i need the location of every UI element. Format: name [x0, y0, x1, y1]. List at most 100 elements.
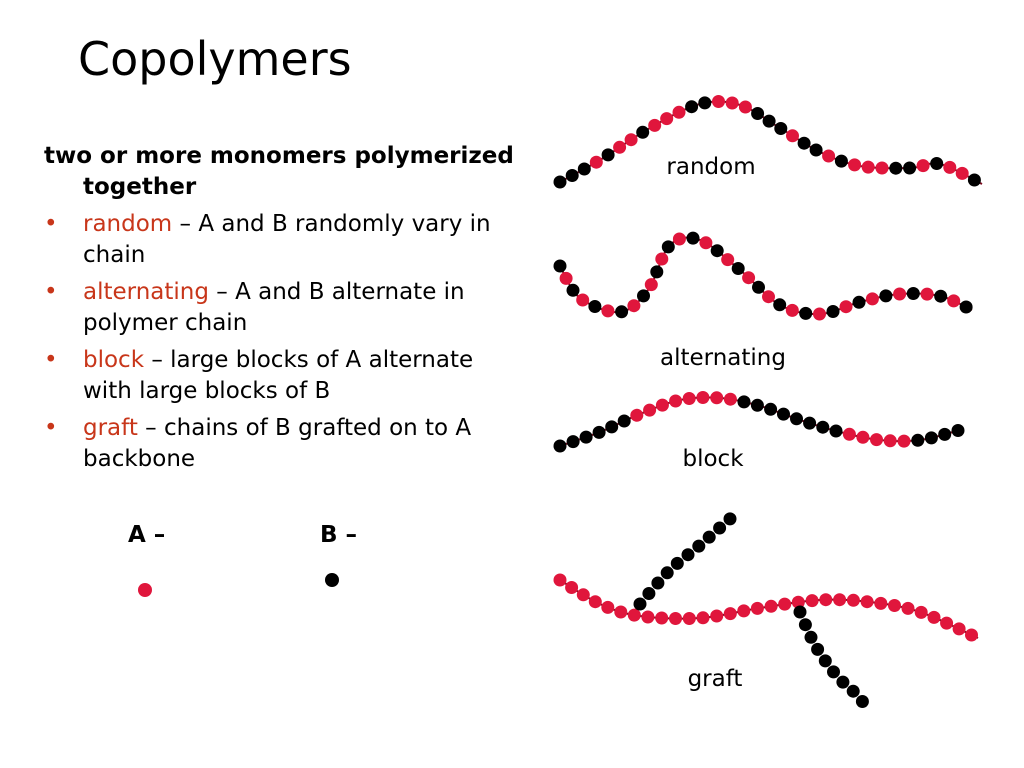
monomer-a-bead — [614, 605, 628, 619]
monomer-b-bead — [967, 173, 981, 187]
block-label: block — [682, 446, 744, 472]
monomer-b-bead — [636, 125, 650, 139]
monomer-b-bead — [804, 630, 818, 644]
monomer-a-bead — [712, 95, 725, 108]
monomer-b-bead — [698, 96, 712, 110]
monomer-b-bead — [692, 539, 706, 553]
monomer-a-bead — [576, 293, 590, 307]
bullet-description: – A and B randomly vary in chain — [83, 211, 491, 268]
monomer-a-bead — [655, 611, 669, 625]
monomer-a-bead — [865, 292, 879, 306]
monomer-a-bead — [627, 608, 641, 622]
monomer-b-bead — [710, 244, 724, 258]
bullet-term: graft — [83, 415, 138, 441]
monomer-a-bead — [901, 601, 915, 615]
monomer-a-bead — [655, 252, 669, 266]
graft-chain — [553, 512, 979, 708]
monomer-b-bead — [588, 300, 602, 313]
legend-a-bead — [138, 583, 152, 597]
monomer-a-bead — [725, 96, 739, 110]
monomer-b-bead — [829, 424, 843, 438]
monomer-a-bead — [875, 161, 889, 175]
random-chain — [553, 95, 983, 189]
monomer-b-bead — [790, 412, 803, 426]
alternating-label: alternating — [660, 345, 786, 371]
monomer-a-bead — [952, 622, 966, 636]
legend-b-bead — [325, 573, 339, 587]
monomer-b-bead — [934, 289, 948, 303]
monomer-a-bead — [822, 149, 836, 163]
bullet-dot: • — [44, 279, 58, 305]
monomer-a-bead — [601, 304, 615, 318]
bullet-graft: • graft – chains of B grafted on to A ba… — [44, 413, 524, 475]
monomer-b-bead — [553, 259, 567, 273]
monomer-a-bead — [860, 595, 874, 609]
intro-text: two or more monomers polymerized togethe… — [44, 143, 514, 200]
monomer-b-bead — [816, 420, 830, 434]
monomer-a-bead — [723, 607, 737, 621]
random-label: random — [666, 154, 756, 180]
monomer-a-bead — [762, 290, 775, 304]
monomer-b-bead — [601, 148, 615, 162]
monomer-a-bead — [627, 299, 641, 313]
bullet-dot: • — [44, 347, 58, 373]
monomer-a-bead — [655, 398, 669, 412]
monomer-b-bead — [951, 424, 965, 437]
bullet-term: block — [83, 347, 145, 373]
monomer-a-bead — [893, 287, 907, 301]
legend-b-label: B – — [320, 522, 358, 548]
bullet-description: – chains of B grafted on to A backbone — [83, 415, 472, 472]
monomer-b-bead — [670, 556, 684, 570]
monomer-b-bead — [803, 416, 817, 430]
monomer-a-bead — [588, 595, 602, 609]
bullet-dot: • — [44, 211, 58, 237]
monomer-a-bead — [682, 392, 696, 405]
monomer-b-bead — [855, 695, 869, 708]
monomer-a-bead — [856, 430, 870, 444]
monomer-a-bead — [870, 433, 883, 447]
monomer-a-bead — [778, 597, 792, 611]
monomer-b-bead — [938, 427, 952, 441]
monomer-a-bead — [883, 434, 897, 448]
monomer-b-bead — [793, 605, 807, 619]
monomer-b-bead — [818, 654, 832, 668]
legend-a-label: A – — [128, 522, 166, 548]
bullet-term: alternating — [83, 279, 209, 305]
monomer-a-bead — [669, 394, 683, 408]
monomer-a-bead — [874, 596, 888, 610]
monomer-a-bead — [940, 616, 954, 630]
monomer-b-bead — [827, 665, 840, 679]
monomer-a-bead — [682, 612, 696, 625]
monomer-b-bead — [879, 289, 893, 303]
monomer-a-bead — [601, 600, 615, 614]
monomer-a-bead — [696, 611, 710, 625]
monomer-a-bead — [660, 112, 674, 126]
monomer-b-bead — [633, 597, 647, 611]
monomer-a-bead — [897, 434, 911, 448]
monomer-a-bead — [955, 166, 969, 180]
monomer-a-bead — [559, 271, 573, 285]
monomer-b-bead — [777, 407, 790, 421]
monomer-b-bead — [661, 240, 675, 254]
monomer-a-bead — [888, 599, 901, 612]
block-chain — [553, 391, 965, 453]
monomer-b-bead — [889, 161, 903, 175]
monomer-a-bead — [641, 610, 655, 624]
bullet-random: • random – A and B randomly vary in chai… — [44, 209, 524, 271]
monomer-b-bead — [686, 231, 700, 245]
monomer-b-bead — [737, 395, 751, 409]
monomer-b-bead — [681, 548, 695, 562]
monomer-a-bead — [643, 403, 657, 417]
monomer-a-bead — [764, 599, 778, 613]
monomer-b-bead — [650, 265, 664, 279]
monomer-a-bead — [750, 601, 764, 615]
monomer-a-bead — [576, 588, 590, 602]
monomer-b-bead — [660, 566, 674, 580]
monomer-b-bead — [723, 512, 737, 526]
monomer-b-bead — [592, 425, 606, 439]
monomer-b-bead — [750, 398, 764, 412]
monomer-a-bead — [737, 604, 751, 618]
monomer-a-bead — [819, 593, 833, 607]
monomer-b-bead — [566, 435, 580, 449]
